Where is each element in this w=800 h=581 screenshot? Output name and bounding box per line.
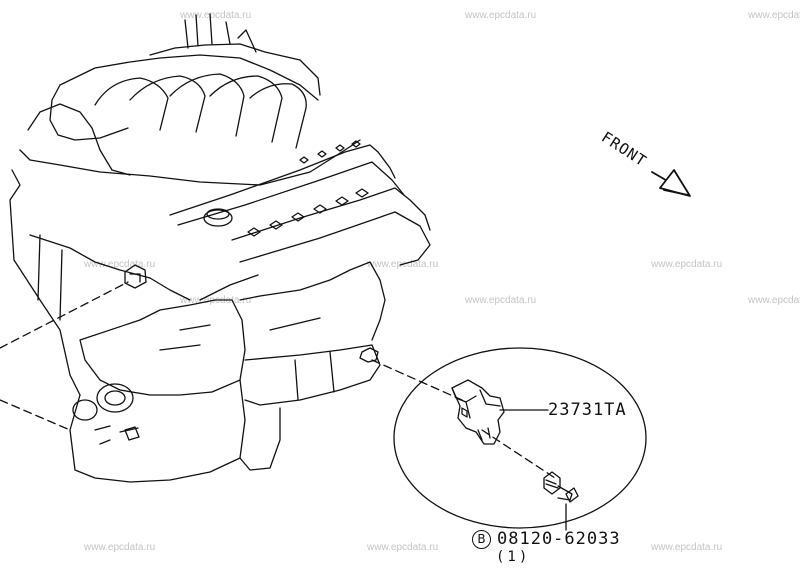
front-arrow-icon <box>651 169 691 197</box>
sensor-part-number[interactable]: 23731TA <box>548 400 627 420</box>
watermark: www.epcdata.ru <box>465 10 537 21</box>
crank-sensor-icon <box>451 379 505 445</box>
bolt-marker-badge: B <box>472 530 491 549</box>
engine-assembly <box>9 13 431 483</box>
detail-callout-oval <box>393 347 647 529</box>
watermark: www.epcdata.ru <box>84 542 156 553</box>
watermark: www.epcdata.ru <box>367 542 439 553</box>
watermark: www.epcdata.ru <box>465 295 537 306</box>
watermark: www.epcdata.ru <box>748 10 800 21</box>
bolt-icon <box>543 471 579 503</box>
watermark: www.epcdata.ru <box>748 295 800 306</box>
watermark: www.epcdata.ru <box>180 10 252 21</box>
leader-lines <box>0 281 556 479</box>
watermark: www.epcdata.ru <box>651 259 723 270</box>
bolt-part-number[interactable]: 08120-62033 <box>497 529 621 549</box>
watermark: www.epcdata.ru <box>84 259 156 270</box>
watermark: www.epcdata.ru <box>651 542 723 553</box>
bolt-quantity: (1) <box>496 549 531 565</box>
